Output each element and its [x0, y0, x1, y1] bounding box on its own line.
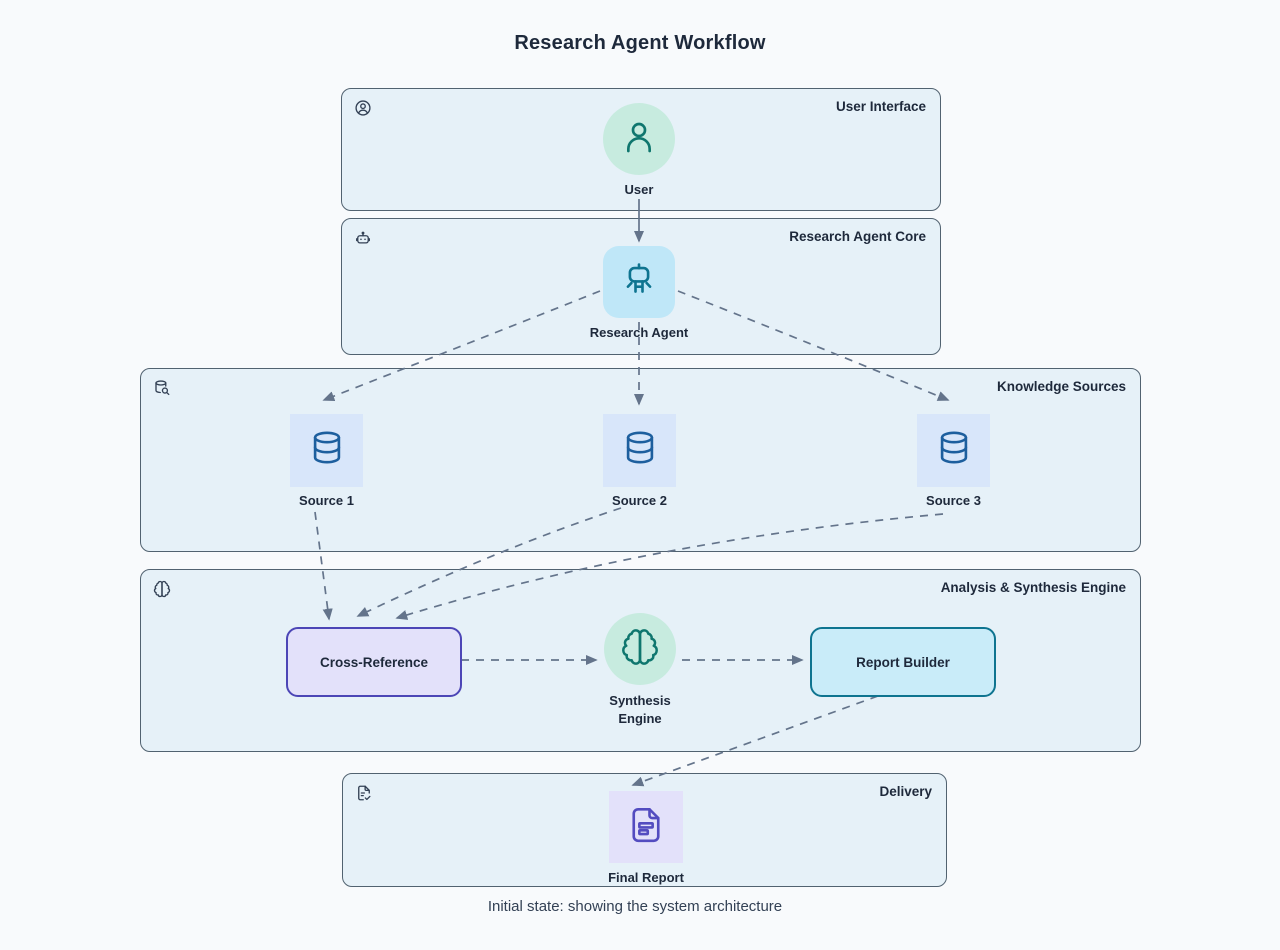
user-circle — [603, 103, 675, 175]
source-square — [290, 414, 363, 487]
robot-icon — [354, 229, 372, 247]
node-label: Source 3 — [926, 493, 981, 508]
node-synthesis-engine: Synthesis Engine — [604, 613, 676, 726]
group-label: Knowledge Sources — [996, 379, 1126, 394]
brain-icon — [153, 580, 171, 598]
node-label: Cross-Reference — [319, 654, 429, 670]
synthesis-circle — [604, 613, 676, 685]
brain-icon — [620, 627, 660, 672]
research-agent-square — [603, 246, 675, 318]
node-label: Source 2 — [612, 493, 667, 508]
group-label: Analysis & Synthesis Engine — [940, 580, 1126, 595]
node-source-1: Source 1 — [290, 414, 363, 508]
node-research-agent: Research Agent — [590, 246, 688, 340]
group-label: Delivery — [879, 784, 932, 799]
node-label: Report Builder — [856, 654, 950, 670]
database-icon — [306, 427, 348, 474]
final-report-square — [609, 791, 683, 863]
database-icon — [933, 427, 975, 474]
node-final-report: Final Report — [608, 791, 684, 885]
database-search-icon — [153, 379, 171, 397]
group-label: User Interface — [835, 99, 926, 114]
node-label: User — [624, 182, 654, 197]
node-source-2: Source 2 — [603, 414, 676, 508]
database-icon — [619, 427, 661, 474]
node-label: Source 1 — [299, 493, 354, 508]
file-check-icon — [355, 784, 373, 802]
diagram-caption: Initial state: showing the system archit… — [487, 898, 783, 915]
node-user: User — [603, 103, 675, 197]
person-icon — [619, 117, 659, 162]
node-source-3: Source 3 — [917, 414, 990, 508]
group-label: Research Agent Core — [789, 229, 926, 244]
source-square — [917, 414, 990, 487]
node-report-builder: Report Builder — [810, 627, 996, 697]
robot-icon — [618, 259, 660, 306]
node-label: Final Report — [608, 870, 684, 885]
circle-user-icon — [354, 99, 372, 117]
diagram-title: Research Agent Workflow — [514, 32, 766, 54]
node-label: Synthesis Engine — [609, 693, 671, 726]
source-square — [603, 414, 676, 487]
node-label: Research Agent — [589, 325, 689, 340]
node-cross-reference: Cross-Reference — [286, 627, 462, 697]
document-icon — [625, 804, 667, 851]
